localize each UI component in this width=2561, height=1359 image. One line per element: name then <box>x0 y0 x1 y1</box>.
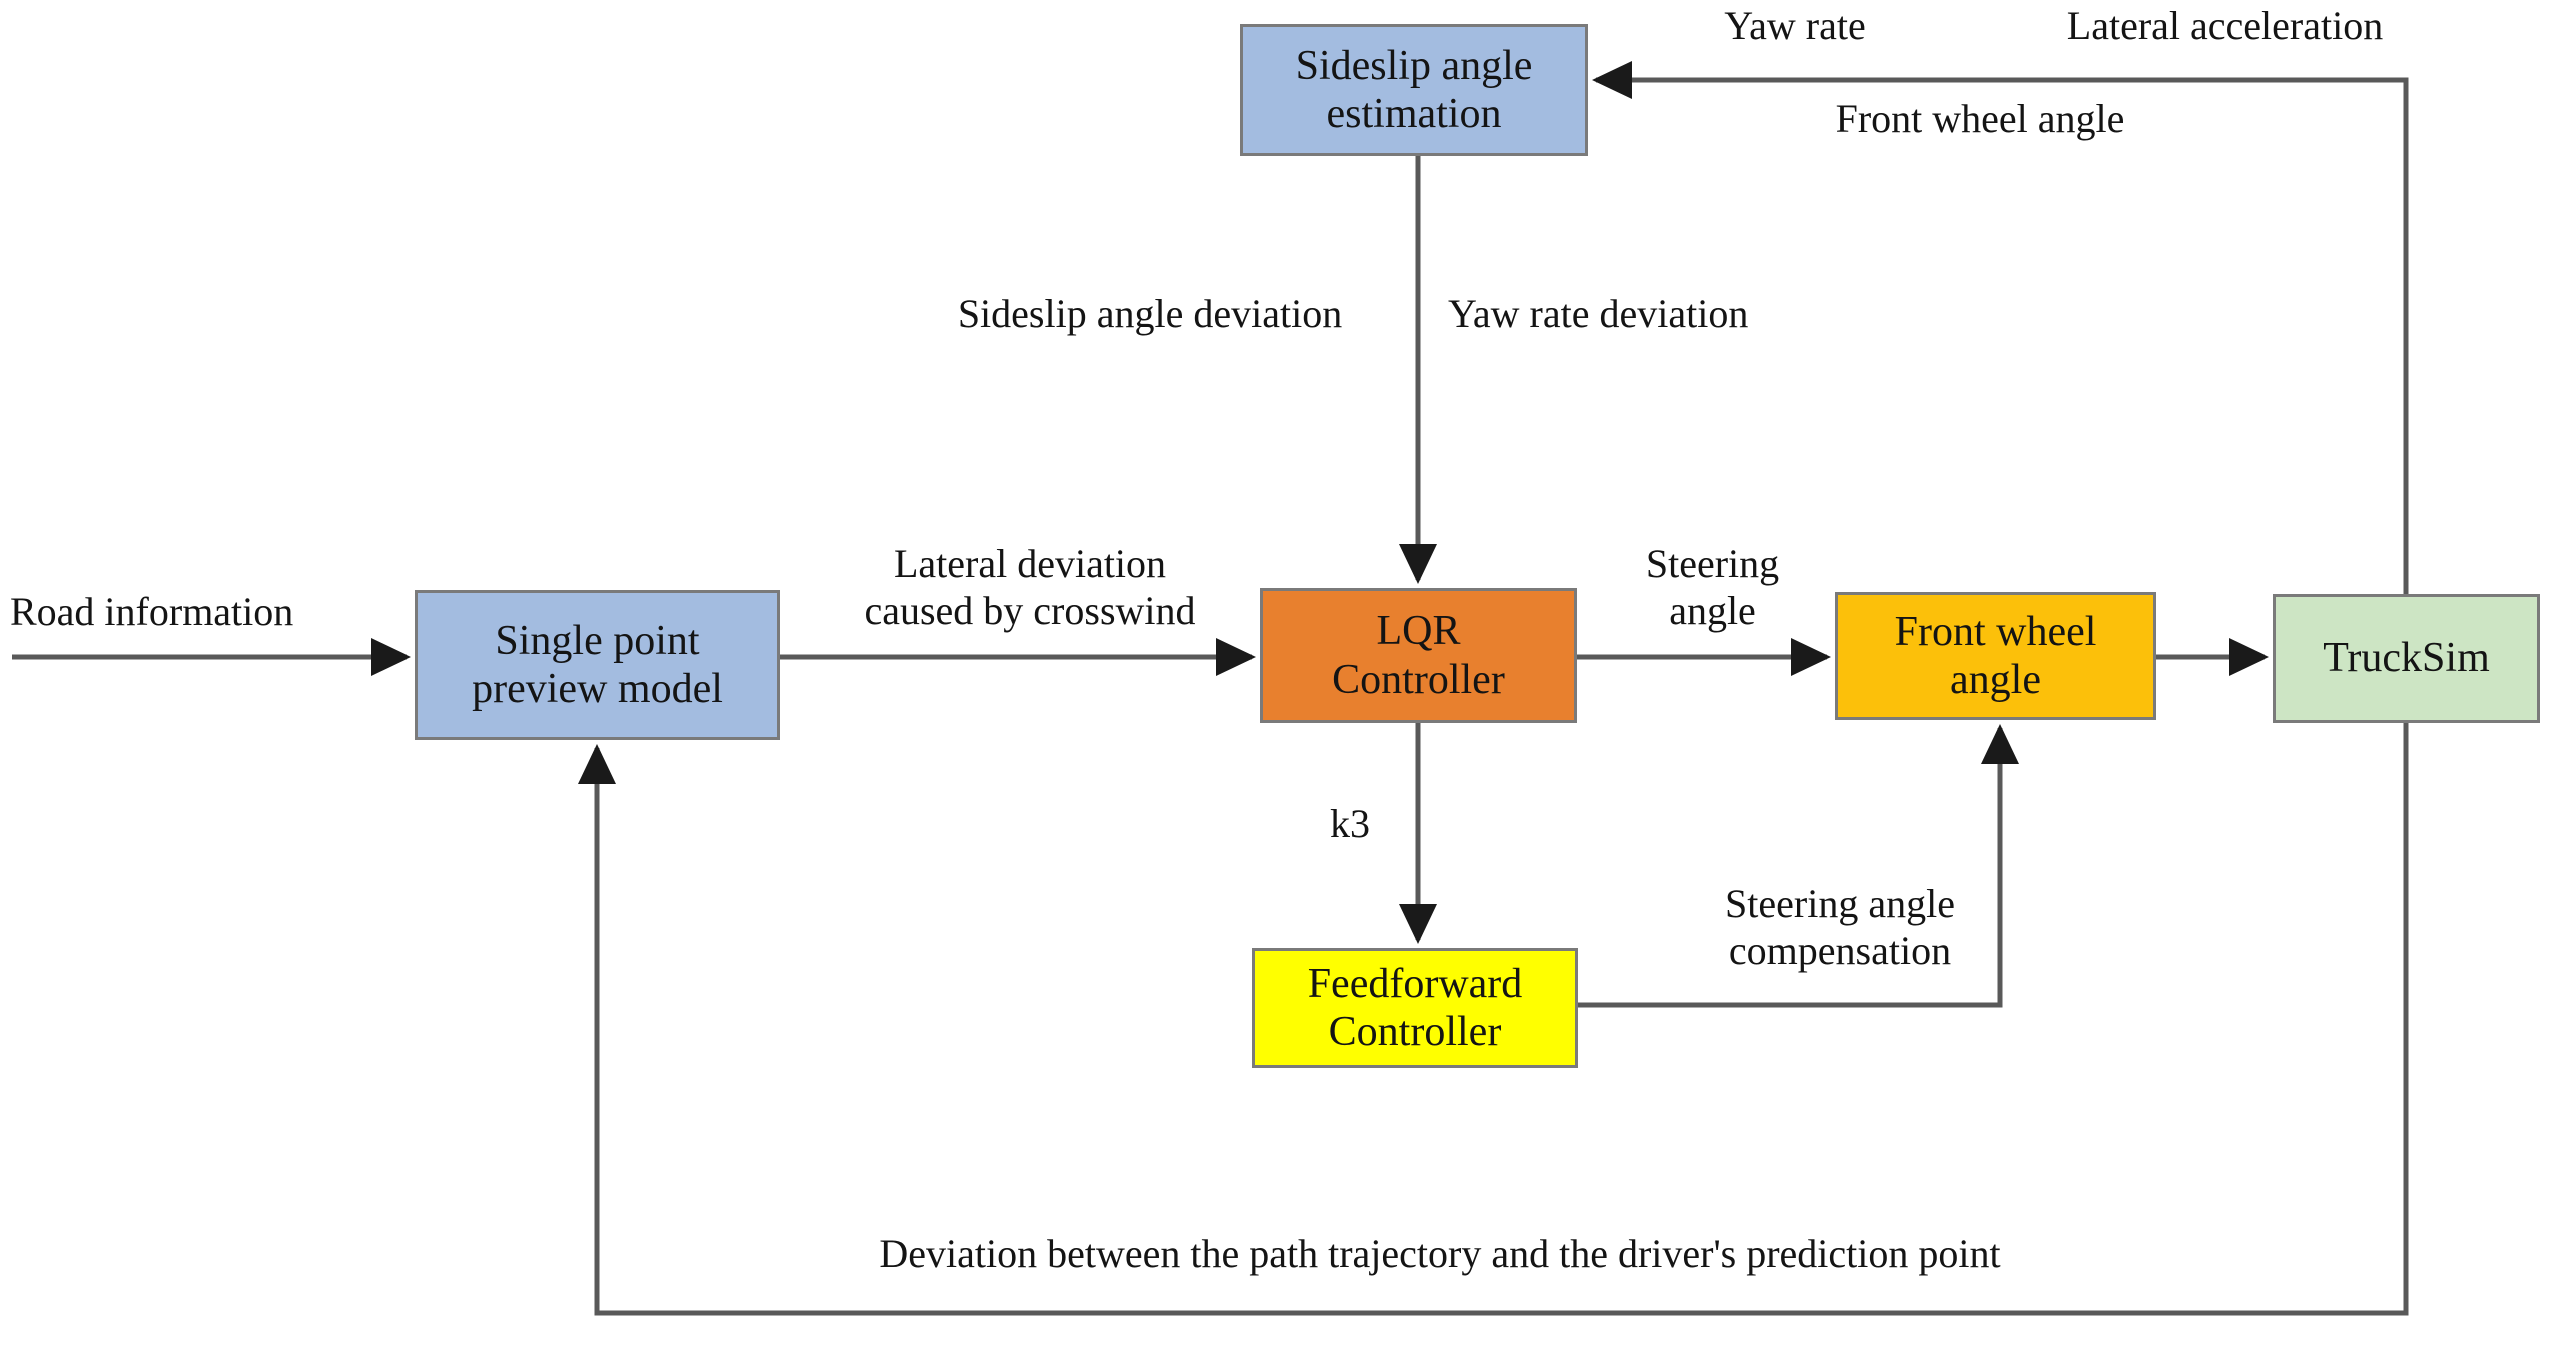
node-front-wheel-angle[interactable]: Front wheel angle <box>1835 592 2156 720</box>
node-trucksim[interactable]: TruckSim <box>2273 594 2540 723</box>
edge-label-lateral-acceleration: Lateral acceleration <box>2066 3 2384 48</box>
edge-label-lateral-deviation-crosswind: Lateral deviation caused by crosswind <box>864 541 1196 634</box>
edge-label-yaw-rate-deviation: Yaw rate deviation <box>1448 291 1749 336</box>
wire-trucksim-to-preview-feedback <box>578 723 2409 1316</box>
node-lqr-controller[interactable]: LQR Controller <box>1260 588 1577 723</box>
wire-feedforward-to-front-wheel <box>1578 723 2019 1008</box>
edge-label-yaw-rate: Yaw rate <box>1724 3 1866 48</box>
edge-label-steering-angle: Steering angle <box>1645 541 1780 634</box>
edge-label-sideslip-angle-deviation: Sideslip angle deviation <box>957 291 1343 336</box>
edge-label-road-information: Road information <box>10 589 294 634</box>
edge-label-steering-angle-compensation: Steering angle compensation <box>1725 881 1955 974</box>
edge-label-front-wheel-angle-signal: Front wheel angle <box>1835 96 2125 141</box>
edge-label-k3-gain: k3 <box>1330 801 1370 846</box>
node-single-point-preview-model[interactable]: Single point preview model <box>415 590 780 740</box>
node-feedforward-controller[interactable]: Feedforward Controller <box>1252 948 1578 1068</box>
wire-trucksim-to-sideslip <box>1591 61 2409 594</box>
node-sideslip-angle-estimation[interactable]: Sideslip angle estimation <box>1240 24 1588 156</box>
edge-label-prediction-point-deviation: Deviation between the path trajectory an… <box>879 1231 2001 1276</box>
